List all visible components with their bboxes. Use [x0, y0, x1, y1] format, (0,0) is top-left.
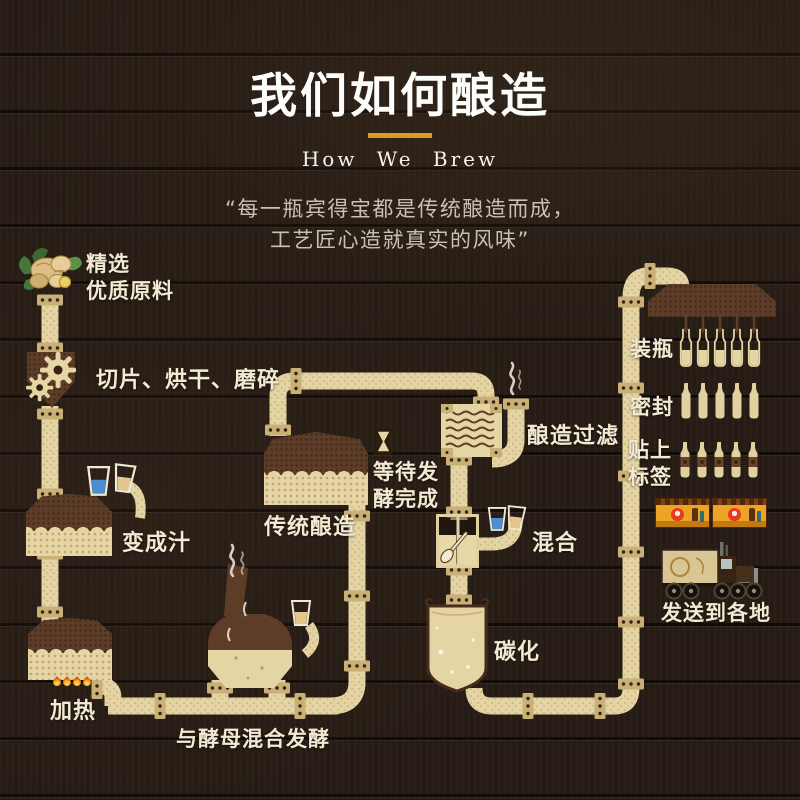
- step-label-bottling: 装瓶: [630, 337, 674, 361]
- step-label-sticker: 贴上 标签: [628, 438, 672, 489]
- brand-quote: “每一瓶宾得宝都是传统酿造而成， 工艺匠心造就真实的风味”: [0, 194, 800, 256]
- filter-waves: [445, 410, 495, 448]
- amber-cup-icon: [505, 505, 527, 531]
- title-accent-underline: [368, 133, 432, 138]
- blue-cup-icon: [87, 465, 111, 496]
- bubble-icon: [435, 626, 475, 674]
- amber-cup-icon: [111, 463, 137, 494]
- step-label-carbonate: 碳化: [494, 640, 541, 665]
- juice-tank: [26, 494, 112, 556]
- step-label-seal: 密封: [630, 395, 674, 419]
- step-label-heat: 加热: [50, 699, 97, 724]
- step-label-filter: 酿造过滤: [527, 424, 620, 449]
- beverage-case-icon: [712, 498, 767, 528]
- page-subtitle: How We Brew: [301, 147, 499, 171]
- ginger-root-icon: [19, 248, 82, 290]
- step-label-juice: 变成汁: [122, 531, 192, 556]
- step-label-mix: 混合: [532, 531, 579, 556]
- gear-icon: [26, 374, 54, 402]
- filter-unit: [441, 404, 502, 457]
- page-title: 我们如何酿造: [250, 69, 550, 124]
- carbonation-tank: [424, 598, 490, 693]
- filler-nozzles: [682, 315, 757, 334]
- quote-line-2: 工艺匠心造就真实的风味”: [270, 228, 530, 252]
- step-label-select: 精选 优质原料: [86, 252, 174, 303]
- amber-cup-icon: [291, 600, 311, 626]
- step-label-brew: 传统酿造: [264, 515, 357, 540]
- step-label-yeast: 与酵母混合发酵: [176, 727, 330, 751]
- hourglass-icon: [374, 428, 393, 456]
- fermenter-vessel: [208, 564, 292, 688]
- blue-cup-icon: [487, 507, 507, 531]
- steam-icon: [509, 361, 516, 396]
- quote-line-1: “每一瓶宾得宝都是传统酿造而成，: [225, 197, 575, 221]
- delivery-truck-icon: [661, 542, 763, 600]
- steam-icon: [517, 369, 522, 390]
- traditional-brew-tank: [264, 432, 368, 505]
- bottling-hopper: [648, 284, 776, 317]
- heating-tank: [28, 618, 112, 680]
- beverage-case-icon: [655, 498, 710, 528]
- spoon-icon: [440, 531, 468, 564]
- step-label-ship: 发送到各地: [661, 601, 771, 625]
- bottles-filling: [679, 328, 761, 367]
- bottles-labeled: [681, 440, 758, 478]
- step-label-grind: 切片、烘干、磨碎: [96, 368, 281, 393]
- step-label-wait: 等待发 酵完成: [373, 460, 439, 511]
- bottles-sealed: [680, 379, 760, 420]
- droplet-icon: [227, 601, 247, 642]
